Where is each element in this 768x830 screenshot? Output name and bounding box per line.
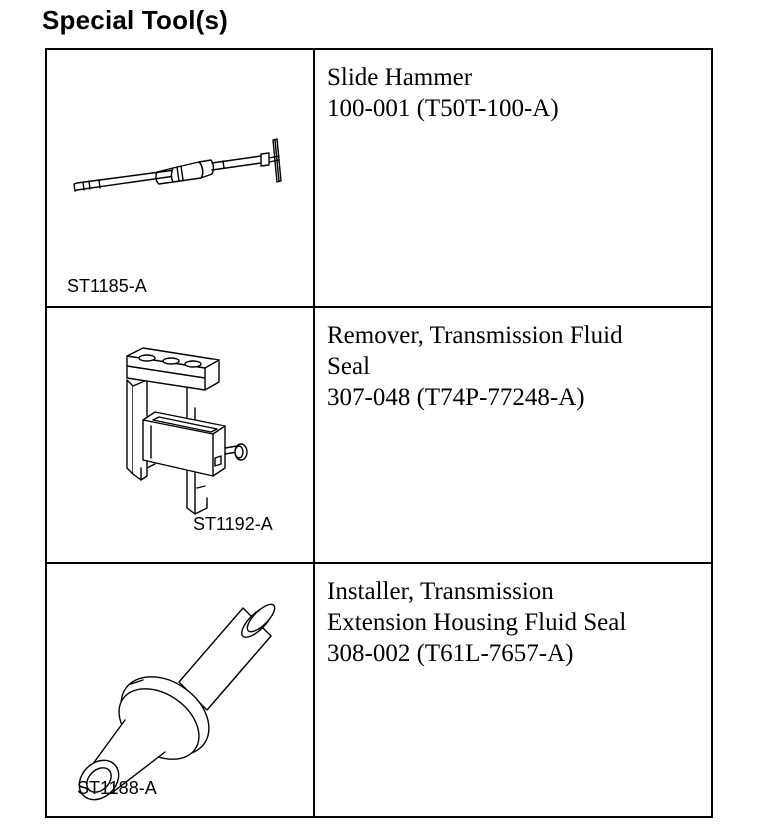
- slide-hammer-icon: [73, 138, 282, 192]
- figure-id: ST1185-A: [67, 276, 147, 296]
- figure-id: ST1192-A: [193, 514, 273, 534]
- tool-description-cell: Installer, Transmission Extension Housin…: [315, 564, 711, 816]
- tool-part-number: 308-002 (T61L-7657-A): [327, 640, 574, 667]
- special-tools-table: ST1185-A Slide Hammer 100-001 (T50T-100-…: [45, 48, 713, 818]
- tool-part-number: 307-048 (T74P-77248-A): [327, 384, 585, 411]
- tool-illustration-cell: ST1192-A: [47, 308, 315, 562]
- seal-installer-icon: [78, 603, 276, 801]
- table-row: ST1192-A Remover, Transmission Fluid Sea…: [47, 308, 711, 564]
- tool-name: Remover, Transmission Fluid: [327, 322, 623, 349]
- table-row: ST1185-A Slide Hammer 100-001 (T50T-100-…: [47, 50, 711, 308]
- tool-name-continued: Extension Housing Fluid Seal: [327, 609, 627, 636]
- tool-description-cell: Slide Hammer 100-001 (T50T-100-A): [315, 50, 711, 306]
- seal-remover-icon: [126, 347, 248, 515]
- table-row: ST1188-A Installer, Transmission Extensi…: [47, 564, 711, 816]
- tool-illustration-cell: ST1185-A: [47, 50, 315, 306]
- page-title: Special Tool(s): [42, 5, 228, 35]
- tool-name: Slide Hammer: [327, 64, 473, 91]
- figure-id: ST1188-A: [77, 778, 157, 798]
- tool-illustration-cell: ST1188-A: [47, 564, 315, 816]
- tool-name-continued: Seal: [327, 353, 371, 380]
- tool-part-number: 100-001 (T50T-100-A): [327, 95, 559, 122]
- tool-description-cell: Remover, Transmission Fluid Seal 307-048…: [315, 308, 711, 562]
- tool-name: Installer, Transmission: [327, 578, 554, 605]
